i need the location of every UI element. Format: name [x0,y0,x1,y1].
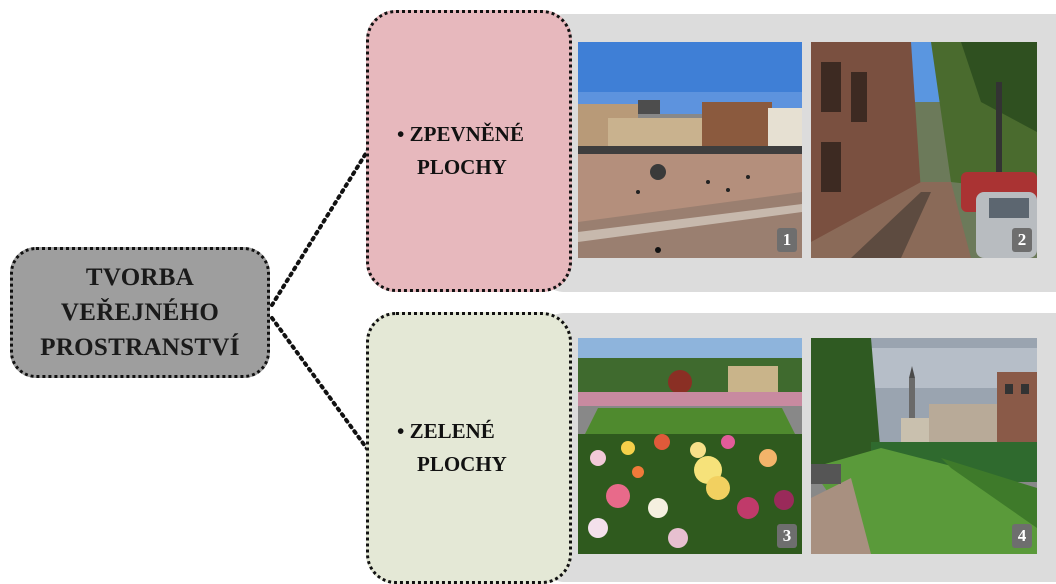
category-label-line-2: PLOCHY [417,155,507,179]
connector-to-green [270,316,370,452]
photo-number-badge: 4 [1012,524,1032,548]
category-green-areas: • ZELENÉ PLOCHY [366,312,572,584]
root-line-2: VEŘEJNÉHO [60,299,220,326]
bullet: • [397,122,405,146]
root-node: TVORBA VEŘEJNÉHO PROSTRANSTVÍ [10,247,270,378]
photo-number-badge: 2 [1012,228,1032,252]
category-label-line-1: ZELENÉ [409,419,495,443]
photo-green-lawn: 4 [811,338,1037,554]
photo-tulip-garden: 3 [578,338,802,554]
photo-street-sidewalk: 2 [811,42,1037,258]
connector-to-paved [270,148,370,307]
photo-paved-square: 1 [578,42,802,258]
root-line-3: PROSTRANSTVÍ [40,334,240,361]
category-paved-areas: • ZPEVNĚNÉ PLOCHY [366,10,572,292]
category-label-line-1: ZPEVNĚNÉ [409,122,524,146]
category-label-line-2: PLOCHY [417,452,507,476]
photo-number-badge: 3 [777,524,797,548]
photo-number-badge: 1 [777,228,797,252]
bullet: • [397,419,405,443]
root-line-1: TVORBA [85,264,195,291]
